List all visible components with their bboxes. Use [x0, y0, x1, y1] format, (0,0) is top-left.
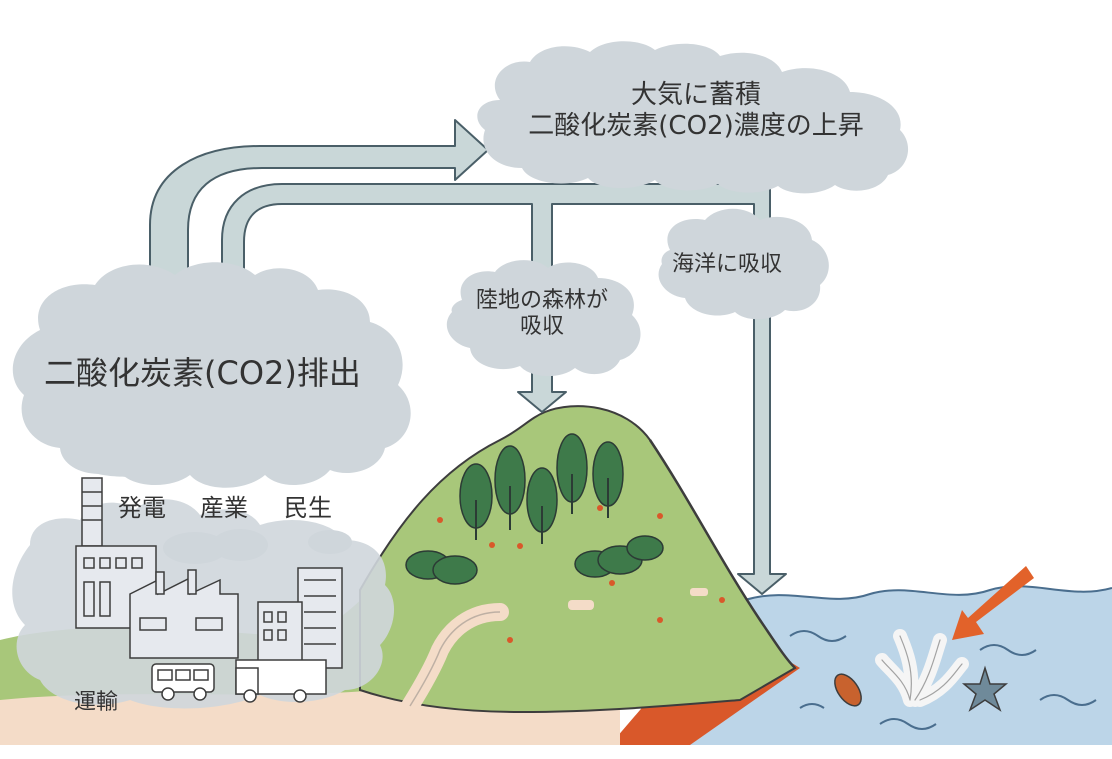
orange-arrow — [952, 566, 1034, 640]
forest-trees — [405, 433, 664, 585]
source-industry: 産業 — [200, 494, 248, 522]
source-power: 発電 — [118, 494, 166, 522]
chimney — [81, 477, 103, 547]
emission-cloud — [12, 262, 411, 488]
sea-life — [834, 629, 1009, 712]
flow-arrows — [149, 119, 787, 595]
emission-label: 二酸化炭素(CO2)排出 — [44, 354, 361, 392]
forest-line2: 吸収 — [519, 314, 564, 340]
vehicles — [151, 659, 327, 703]
forest-label: 陸地の森林が 吸収 — [452, 288, 632, 341]
forest-cloud — [446, 260, 641, 377]
source-residential: 民生 — [284, 494, 332, 522]
ocean-label: 海洋に吸収 — [672, 252, 783, 277]
arrow-emission-to-atmosphere — [149, 119, 489, 286]
source-transport: 運輸 — [74, 690, 119, 715]
atmosphere-line1: 大気に蓄積 — [630, 80, 761, 110]
forest-line1: 陸地の森林が — [475, 288, 608, 313]
atmosphere-line2: 二酸化炭素(CO2)濃度の上昇 — [528, 111, 864, 142]
ocean-cloud — [658, 208, 829, 320]
city-buildings — [75, 545, 343, 669]
atmosphere-cloud — [477, 41, 909, 194]
atmosphere-label: 大気に蓄積 二酸化炭素(CO2)濃度の上昇 — [506, 80, 886, 142]
arrow-to-forest-and-ocean — [221, 183, 787, 595]
